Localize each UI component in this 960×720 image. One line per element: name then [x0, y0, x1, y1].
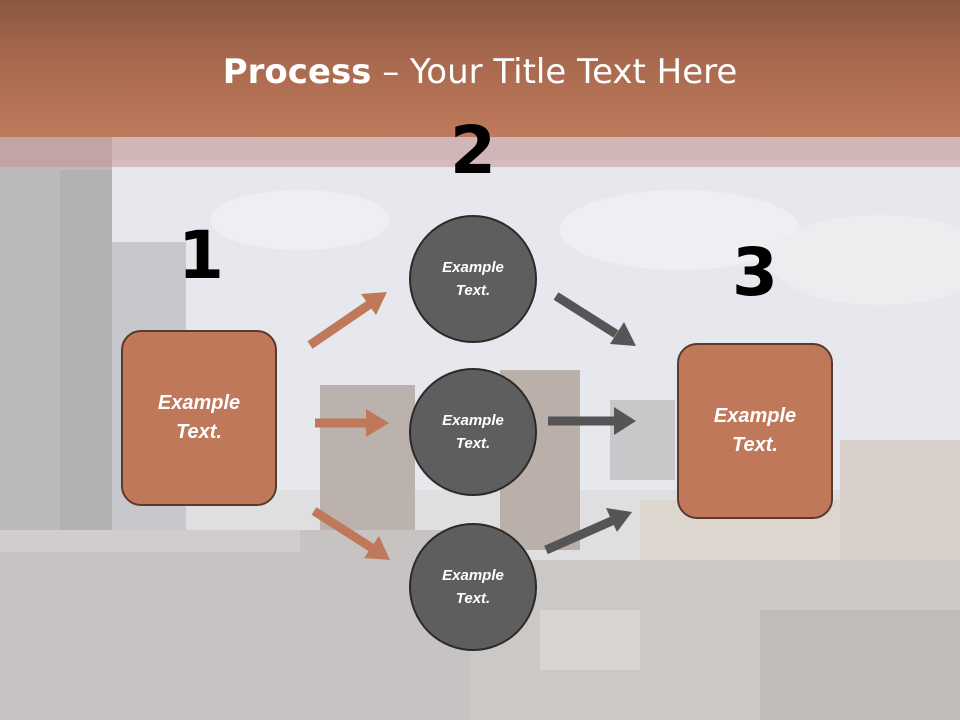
arrow-box1-to-circle-middle: [315, 409, 389, 437]
slide-title: Process – Your Title Text Here: [0, 52, 960, 92]
title-bar-band: [0, 137, 960, 167]
arrow-box1-to-circle-bottom: [311, 507, 390, 560]
title-bar: [0, 0, 960, 137]
step-3-text: Example Text.: [713, 405, 797, 456]
step-1-text: Example Text.: [157, 392, 241, 443]
arrow-circle-top-to-box3: [553, 292, 636, 346]
arrow-box1-to-circle-top: [307, 292, 387, 349]
step-2-circle-top[interactable]: Example Text.: [409, 215, 537, 343]
step-2-number: 2: [450, 112, 496, 189]
arrow-circle-middle-to-box3: [548, 407, 636, 435]
step-3-box[interactable]: Example Text.: [677, 343, 833, 519]
step-2-circle-bottom[interactable]: Example Text.: [409, 523, 537, 651]
step-2-circle-middle[interactable]: Example Text.: [409, 368, 537, 496]
circle-middle-text: Example Text.: [442, 412, 504, 452]
title-rest: – Your Title Text Here: [371, 52, 738, 92]
title-bold: Process: [222, 52, 372, 92]
step-3-number: 3: [732, 234, 778, 311]
step-1-box[interactable]: Example Text.: [121, 330, 277, 506]
circle-top-text: Example Text.: [442, 259, 504, 299]
step-1-number: 1: [178, 217, 224, 294]
arrow-circle-bottom-to-box3: [544, 508, 632, 555]
circle-bottom-text: Example Text.: [442, 567, 504, 607]
